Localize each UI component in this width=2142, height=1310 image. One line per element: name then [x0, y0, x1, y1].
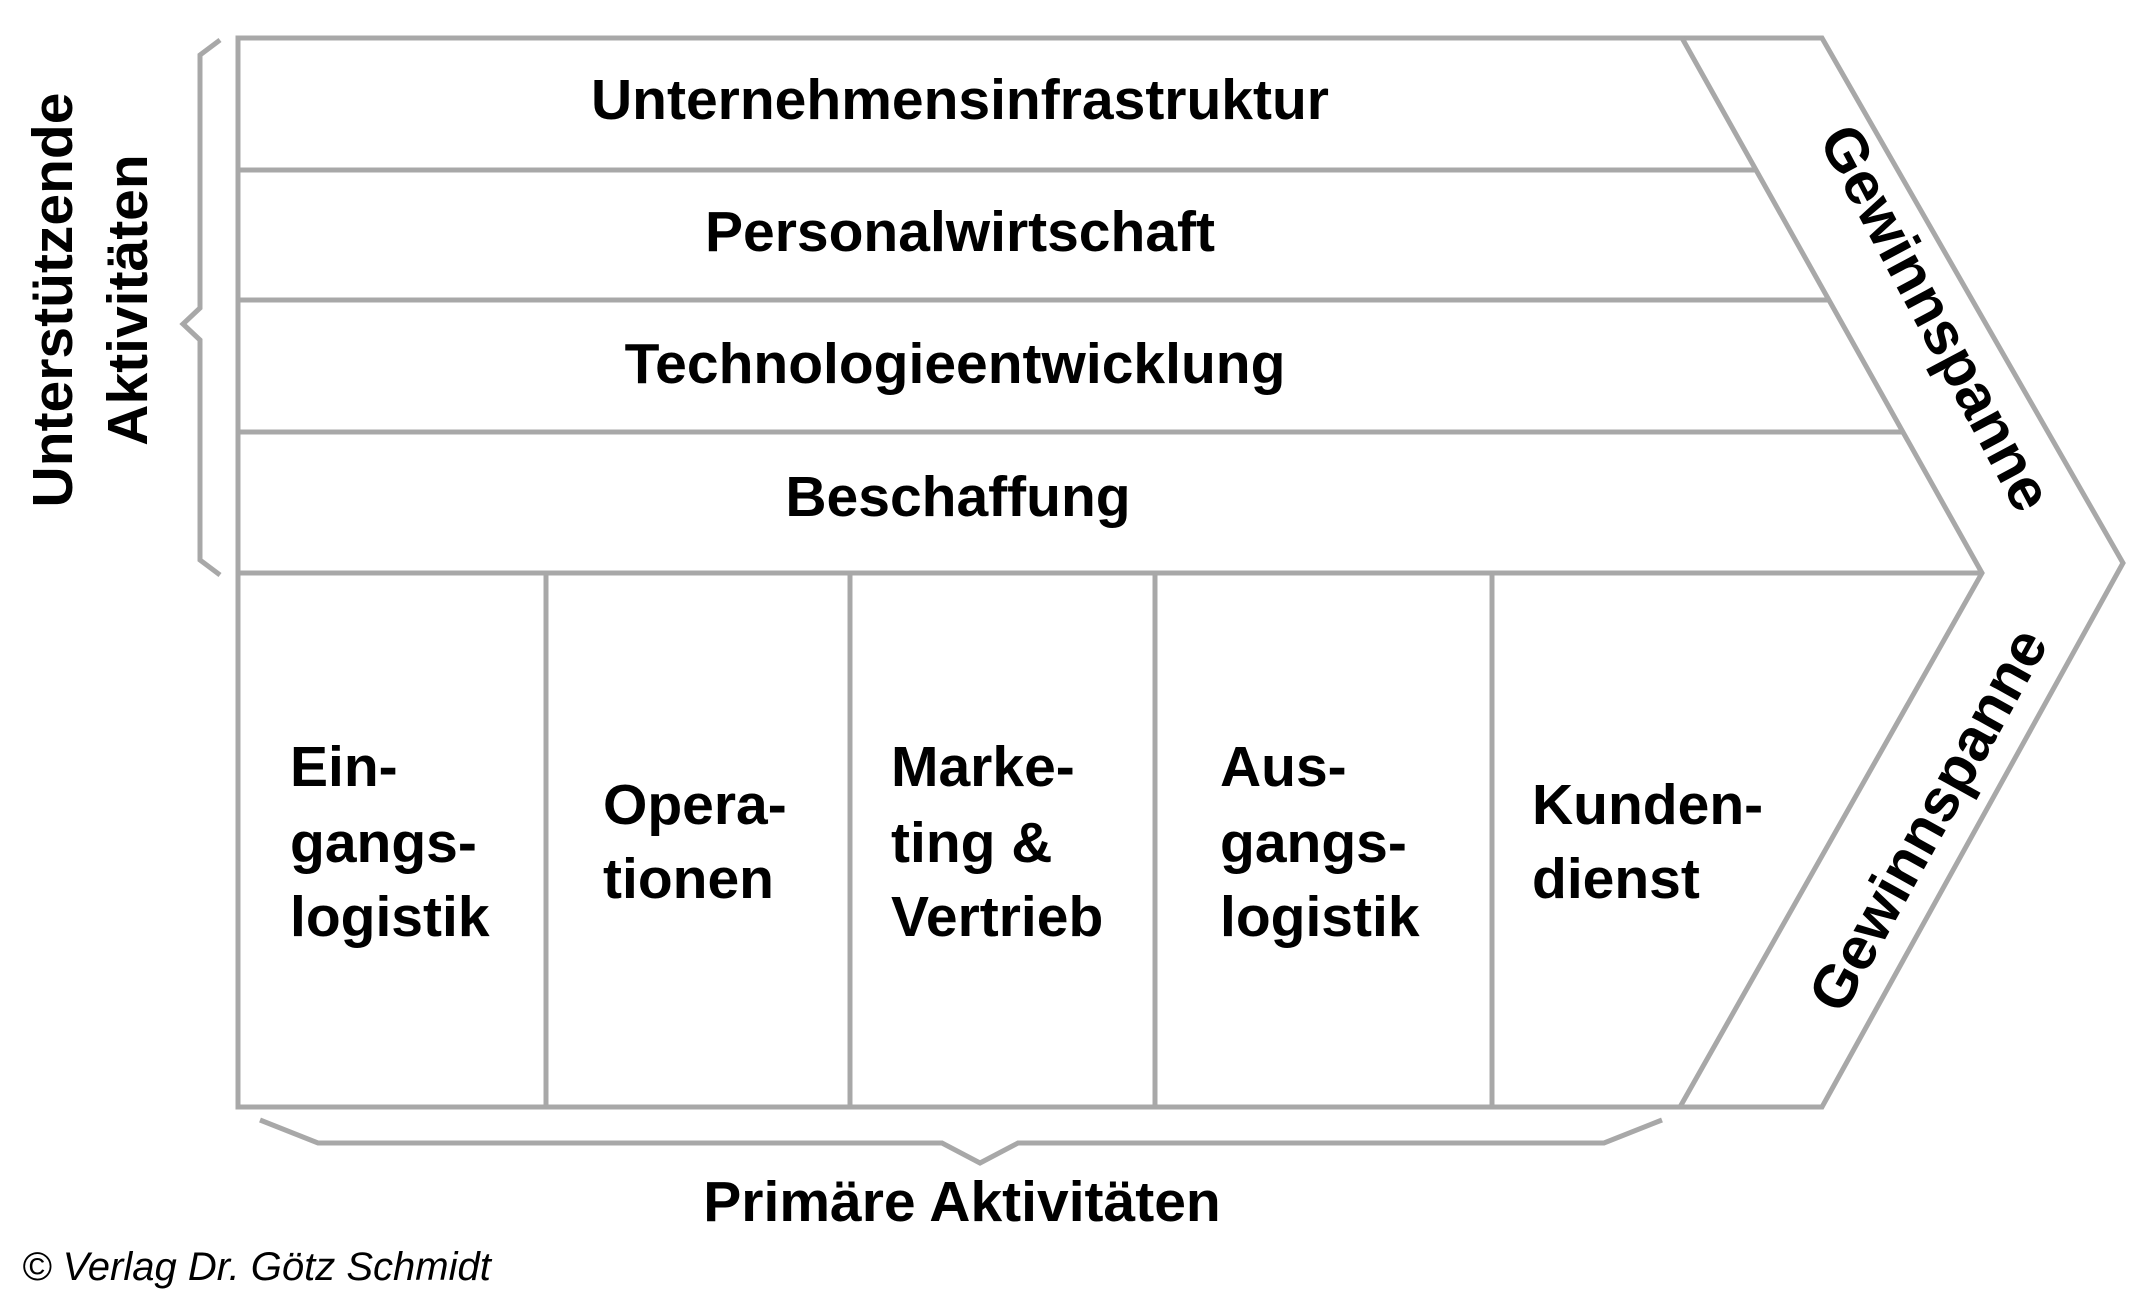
- support-activities-brace: [179, 38, 222, 577]
- support-activity-procurement: Beschaffung: [785, 465, 1130, 529]
- support-activity-infrastructure: Unternehmensinfrastruktur: [591, 68, 1329, 132]
- margin-label-bottom: Gewinnspanne: [1795, 617, 2060, 1023]
- copyright-notice: © Verlag Dr. Götz Schmidt: [22, 1245, 493, 1289]
- primary-activities-brace: [259, 1117, 1663, 1166]
- support-activity-hr: Personalwirtschaft: [705, 200, 1215, 264]
- primary-activities-axis-label: Primäre Aktivitäten: [703, 1170, 1220, 1234]
- primary-activity-operations: Opera- tionen: [603, 773, 803, 911]
- primary-activity-inbound-logistics: Ein- gangs- logistik: [290, 735, 493, 949]
- margin-label-top: Gewinnspanne: [1806, 114, 2066, 522]
- primary-activity-outbound-logistics: Aus- gangs- logistik: [1220, 735, 1423, 949]
- support-activities-axis-label-line1: Unterstützende: [21, 93, 85, 508]
- value-chain-outline: [235, 35, 2126, 1110]
- primary-activity-marketing-sales: Marke- ting & Vertrieb: [891, 735, 1103, 949]
- primary-activity-customer-service: Kunden- dienst: [1532, 773, 1779, 911]
- support-activity-technology: Technologieentwicklung: [625, 332, 1286, 396]
- support-activities-axis-label-line2: Aktivitäten: [96, 154, 160, 445]
